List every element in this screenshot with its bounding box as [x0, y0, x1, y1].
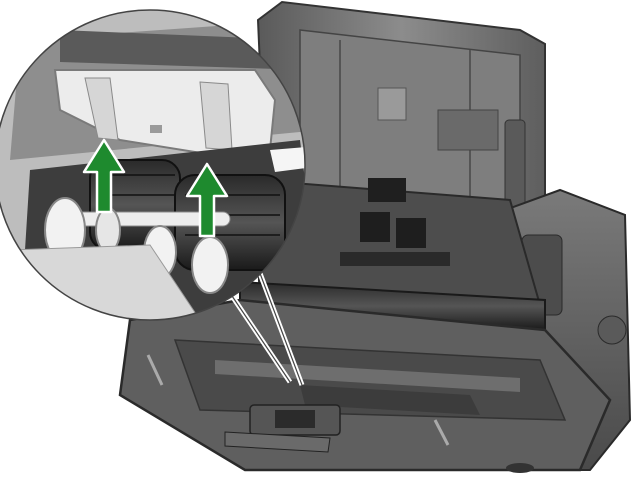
up-arrow-icon	[185, 162, 229, 238]
magnified-callout	[0, 9, 306, 321]
up-arrow-icon	[82, 138, 126, 214]
callout-pointer	[225, 267, 305, 386]
scanner-body	[118, 0, 632, 473]
